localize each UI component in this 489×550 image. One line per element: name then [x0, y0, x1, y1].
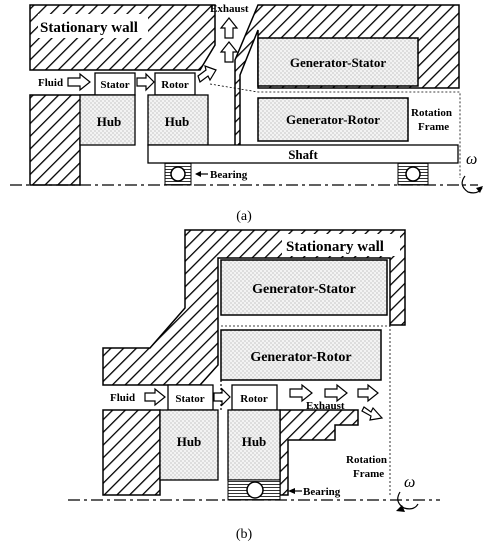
caption-a: (a) — [236, 209, 252, 224]
hub-right-label-b: Hub — [242, 434, 267, 449]
stator-label-a: Stator — [100, 79, 129, 91]
omega-label-a: ω — [466, 151, 477, 168]
omega-label-b: ω — [404, 474, 415, 491]
stationary-wall-label-a: Stationary wall — [40, 20, 138, 36]
hub-left-a — [79, 94, 136, 146]
rotor-block-b — [231, 384, 278, 411]
stator-rotor-arrow-a — [136, 72, 155, 92]
exhaust-label-a: Exhaust — [210, 3, 249, 15]
hub-right-label-a: Hub — [165, 114, 190, 129]
hub-housing-right-b — [279, 409, 359, 496]
bearing-group-b — [227, 479, 281, 501]
exhaust-arrow-2-a — [219, 17, 239, 39]
exhaust-arrow-4-b — [361, 406, 384, 421]
rotation-frame-label-a-2: Frame — [418, 121, 449, 133]
bearing-label-b: Bearing — [303, 486, 341, 498]
bearing-left-group-a — [164, 162, 192, 186]
caption-b: (b) — [236, 527, 253, 542]
stator-block-b — [167, 384, 214, 411]
generator-stator-a — [257, 37, 419, 87]
rotation-frame-outline-b — [221, 325, 391, 495]
rotation-frame-label-b-1: Rotation — [346, 454, 387, 466]
hub-right-a — [147, 94, 209, 146]
exhaust-arrow-2-b — [324, 383, 348, 403]
stator-rotor-arrow-b — [213, 387, 231, 407]
diagram-b: Stationary wall Generator-Stator Generat… — [68, 229, 440, 542]
hub-left-b — [159, 409, 219, 481]
stationary-wall-label-b: Stationary wall — [286, 239, 384, 255]
hub-left-label-b: Hub — [177, 434, 202, 449]
rotation-arrow-b — [397, 491, 419, 510]
shaft-a — [147, 144, 459, 164]
diagram-a: Stationary wall Generator-Stator Generat… — [10, 3, 483, 224]
fluid-arrow-a — [67, 72, 91, 92]
stationary-wall-b — [102, 229, 406, 386]
rotor-label-b: Rotor — [240, 393, 268, 405]
shaft-label-a: Shaft — [288, 147, 318, 162]
stator-label-b: Stator — [175, 393, 204, 405]
rotation-frame-outline-a — [209, 83, 461, 178]
generator-rotor-label-a: Generator-Rotor — [286, 112, 380, 127]
generator-rotor-a — [257, 97, 409, 142]
exhaust-arrow-1-b — [289, 383, 313, 403]
hub-right-b — [227, 409, 281, 481]
generator-rotor-label-b: Generator-Rotor — [250, 350, 351, 365]
rotation-frame-label-a-1: Rotation — [411, 107, 452, 119]
generator-rotor-b — [220, 329, 382, 381]
bearing-right-group-a — [397, 162, 429, 186]
generator-stator-b — [220, 259, 388, 316]
generator-stator-label-a: Generator-Stator — [290, 55, 386, 70]
bearing-ball-right-a — [405, 166, 421, 182]
hub-housing-b — [102, 409, 161, 496]
rotor-exit-arrow-a — [197, 65, 217, 83]
exhaust-label-b: Exhaust — [306, 400, 345, 412]
rotation-frame-label-b-2: Frame — [353, 468, 384, 480]
hub-left-label-a: Hub — [97, 114, 122, 129]
bearing-label-a: Bearing — [210, 169, 248, 181]
fluid-label-a: Fluid — [38, 77, 63, 89]
rotor-label-a: Rotor — [161, 79, 189, 91]
exhaust-arrow-1-a — [219, 41, 239, 63]
exhaust-arrow-3-b — [357, 383, 379, 403]
fluid-arrow-b — [144, 387, 166, 407]
generator-stator-label-b: Generator-Stator — [252, 282, 356, 297]
bearing-ball-b — [246, 481, 264, 499]
bearing-ball-left-a — [170, 166, 186, 182]
fluid-label-b: Fluid — [110, 392, 135, 404]
